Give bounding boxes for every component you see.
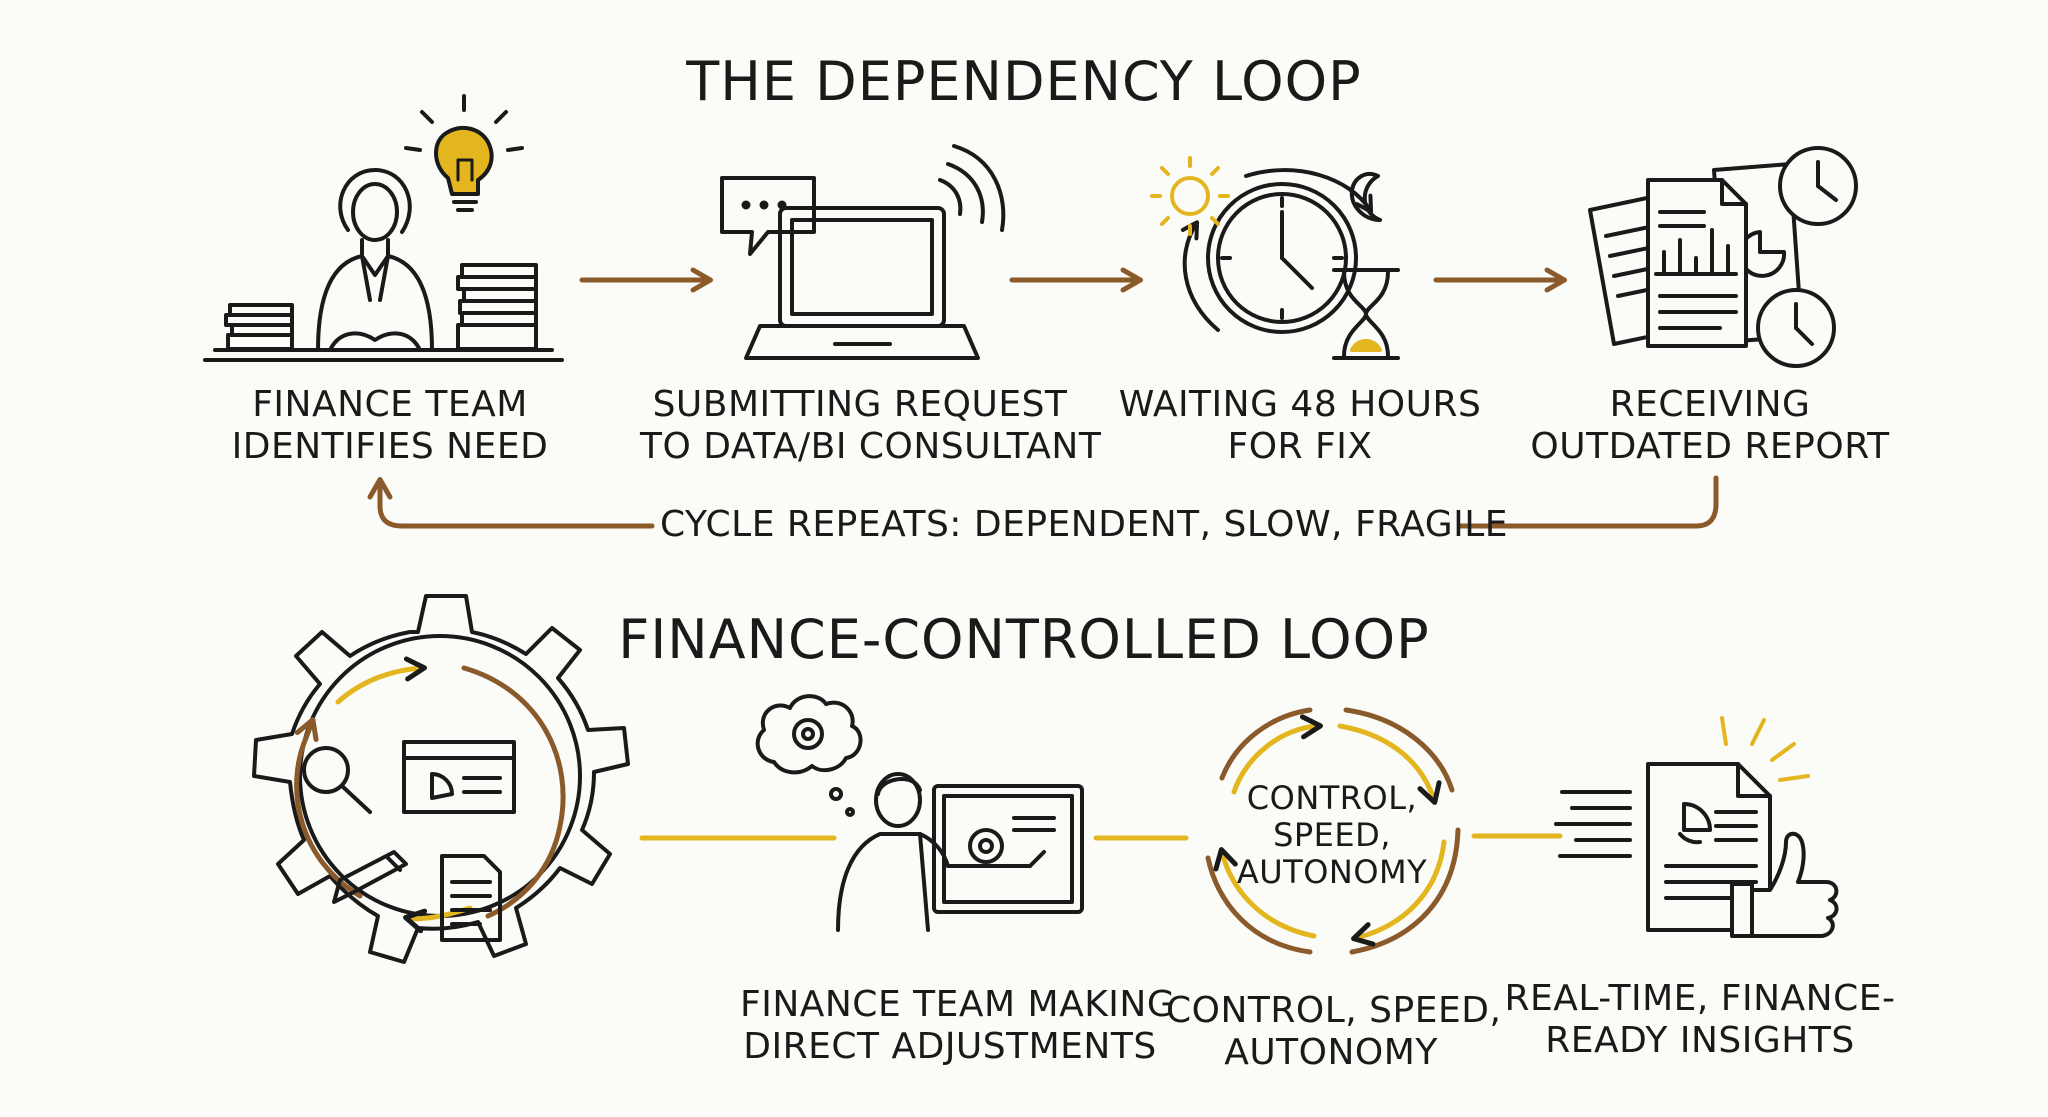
- step-label-submitting-request: SUBMITTING REQUEST TO DATA/BI CONSULTANT: [640, 384, 1102, 467]
- thumbs-up-icon: [1730, 831, 1839, 938]
- insights-report-icon: [1554, 762, 1772, 932]
- step-label-control-speed-autonomy: CONTROL, SPEED, AUTONOMY: [1166, 990, 1502, 1073]
- step-label-real-time-insights: REAL-TIME, FINANCE- READY INSIGHTS: [1504, 978, 1896, 1061]
- chat-bubble-icon: [720, 176, 816, 256]
- waiting-clock-icon: [1180, 168, 1374, 334]
- lightbulb-icon: [404, 94, 524, 212]
- step-label-outdated-report: RECEIVING OUTDATED REPORT: [1530, 384, 1890, 467]
- outdated-report-icon: [1588, 162, 1804, 348]
- clock-top-icon: [1778, 146, 1858, 226]
- workflow-gear-icon: [252, 594, 630, 964]
- step-label-direct-adjustments: FINANCE TEAM MAKING DIRECT ADJUSTMENTS: [740, 984, 1176, 1067]
- finance-team-desk-icon: [203, 168, 564, 362]
- dependency-loop-title: THE DEPENDENCY LOOP: [686, 50, 1362, 113]
- hourglass-icon: [1332, 268, 1400, 360]
- signal-waves-icon: [938, 144, 1006, 232]
- person-adjusting-icon: [755, 694, 1084, 932]
- moon-icon: [1349, 171, 1382, 222]
- step-label-identifies-need: FINANCE TEAM IDENTIFIES NEED: [231, 384, 549, 467]
- control-hub-cycle-icon: [1205, 707, 1461, 955]
- hub-center-label: CONTROL, SPEED, AUTONOMY: [1236, 779, 1428, 891]
- step-label-waiting: WAITING 48 HOURS FOR FIX: [1118, 384, 1482, 467]
- cycle-feed-line: [1457, 475, 1719, 529]
- finance-controlled-loop-title: FINANCE-CONTROLLED LOOP: [618, 608, 1430, 671]
- sun-icon: [1150, 156, 1230, 236]
- clock-bottom-icon: [1756, 288, 1836, 368]
- cycle-return-arrow: [367, 477, 655, 529]
- sparkle-icon: [1720, 716, 1810, 782]
- cycle-repeats-note: CYCLE REPEATS: DEPENDENT, SLOW, FRAGILE: [660, 504, 1509, 545]
- laptop-request-icon: [744, 206, 980, 360]
